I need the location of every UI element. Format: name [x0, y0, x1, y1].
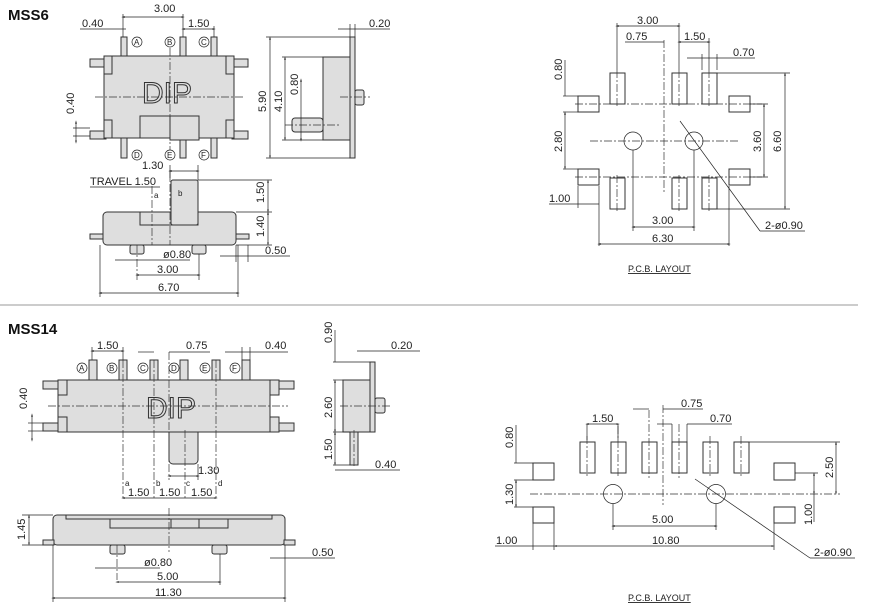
svg-text:1.50: 1.50	[128, 487, 149, 499]
pcb14-dim-5: 1.30	[504, 484, 516, 505]
pcb6-dim-9: 1.00	[549, 193, 570, 205]
mss14-dim-body: 2.60	[323, 397, 335, 418]
mss14-top-view: DIP	[28, 347, 295, 500]
pcb14-caption: P.C.B. LAYOUT	[628, 593, 691, 603]
mss14-dip-label: DIP	[146, 392, 196, 425]
svg-text:A: A	[79, 364, 85, 373]
pcb6-dim-11: 6.30	[652, 233, 673, 245]
svg-text:1.50: 1.50	[191, 487, 212, 499]
mss14-dim-tab: 0.40	[18, 388, 30, 409]
mss14-dim-lead: 0.50	[312, 547, 333, 559]
pcb6-holes-label: 2-ø0.90	[765, 220, 803, 232]
mss6-dim-side-pin: 0.80	[289, 74, 301, 95]
svg-text:D: D	[171, 364, 177, 373]
pcb14-dim-9: 5.00	[652, 514, 673, 526]
pcb14-dim-7: 1.00	[803, 504, 815, 525]
mss14-dim-height: 1.45	[16, 519, 28, 540]
pcb6-dim-3: 1.50	[684, 31, 705, 43]
pcb6-dim-8: 6.60	[772, 131, 784, 152]
svg-text:B: B	[167, 38, 172, 47]
pcb14-dim-6: 2.50	[824, 457, 836, 478]
svg-text:d: d	[218, 479, 222, 488]
mss14-dim-length: 11.30	[155, 587, 182, 599]
mss14-dim-knob-width: 1.30	[198, 465, 219, 477]
mss6-travel-label: TRAVEL 1.50	[90, 176, 156, 188]
svg-text:a: a	[125, 479, 130, 488]
mss6-position-a: a	[154, 191, 159, 200]
mss14-positions: a b c d 1.50 1.50 1.50	[125, 479, 222, 499]
mss6-dim-height: 5.90	[257, 91, 269, 112]
pcb6-dim-1: 3.00	[637, 15, 658, 27]
mss6-dip-label: DIP	[142, 77, 192, 110]
mss6-dim-peg: ø0.80	[163, 249, 191, 261]
mss6-dim-knob-height: 1.50	[255, 182, 267, 203]
mss14-dim-plate: 0.20	[391, 340, 412, 352]
mss14-dim-pin-width-side: 0.40	[375, 459, 396, 471]
pcb6-dim-5: 0.80	[553, 59, 565, 80]
pcb14-holes-label: 2-ø0.90	[814, 547, 852, 559]
svg-text:C: C	[201, 38, 207, 47]
mss14-title: MSS14	[8, 321, 58, 338]
pcb6-caption: P.C.B. LAYOUT	[628, 264, 691, 274]
pcb14-dim-4: 0.80	[504, 427, 516, 448]
mss6-top-view: DIP	[73, 14, 249, 159]
mss6-dim-body: 4.10	[273, 91, 285, 112]
pcb14-layout	[495, 405, 855, 559]
mss6-dim-body-height: 1.40	[255, 216, 267, 237]
mss6-front-view	[89, 165, 290, 297]
svg-text:E: E	[202, 364, 207, 373]
mss6-pin-labels: A B C D E F	[131, 36, 210, 161]
pcb14-dim-8: 1.00	[496, 535, 517, 547]
svg-text:1.50: 1.50	[159, 487, 180, 499]
mss6-dim-pin-width: 0.40	[82, 18, 103, 30]
svg-text:D: D	[134, 151, 140, 160]
mss6-dim-lead: 0.50	[265, 245, 286, 257]
mss6-dim-plate: 0.20	[369, 18, 390, 30]
mss6-dim-length: 6.70	[158, 282, 179, 294]
svg-text:F: F	[201, 151, 206, 160]
mss6-dim-knob-width: 1.30	[142, 160, 163, 172]
svg-text:A: A	[134, 38, 140, 47]
pcb6-dim-10: 3.00	[652, 215, 673, 227]
mss6-title: MSS6	[8, 7, 49, 24]
mss14-side-view	[333, 330, 420, 471]
mss14-dim-pin: 1.50	[323, 439, 335, 460]
pcb14-dim-1: 1.50	[592, 413, 613, 425]
pcb6-dim-2: 0.75	[626, 31, 647, 43]
pcb6-dim-4: 0.70	[733, 47, 754, 59]
mss14-pin-labels: A B C D E F	[76, 362, 241, 374]
pcb14-dim-10: 10.80	[652, 535, 680, 547]
pcb6-layout	[549, 23, 805, 246]
mss14-dim-pin-width: 0.40	[265, 340, 286, 352]
svg-text:c: c	[186, 479, 190, 488]
mss14-dim-pitch: 1.50	[97, 340, 118, 352]
svg-text:b: b	[156, 479, 161, 488]
pcb14-dim-2: 0.75	[681, 398, 702, 410]
pcb6-dim-7: 3.60	[752, 131, 764, 152]
mss14-dim-offset: 0.75	[186, 340, 207, 352]
pcb14-dim-3: 0.70	[710, 413, 731, 425]
mss6-dim-pitch: 3.00	[154, 3, 175, 15]
mss6-position-b: b	[178, 189, 183, 198]
mss14-dim-peg: ø0.80	[144, 557, 172, 569]
mss14-front-view	[22, 508, 335, 602]
svg-text:B: B	[109, 364, 114, 373]
svg-text:E: E	[167, 151, 172, 160]
mss14-dim-top: 0.90	[323, 322, 335, 343]
mss6-dim-peg-pitch: 3.00	[157, 264, 178, 276]
mss6-dim-pitch2: 1.50	[188, 18, 209, 30]
mss14-dim-peg-pitch: 5.00	[157, 571, 178, 583]
svg-text:F: F	[232, 364, 237, 373]
mss6-side-view	[266, 24, 390, 159]
pcb6-dim-6: 2.80	[553, 131, 565, 152]
mss6-dim-tab: 0.40	[65, 93, 77, 114]
svg-text:C: C	[140, 364, 146, 373]
